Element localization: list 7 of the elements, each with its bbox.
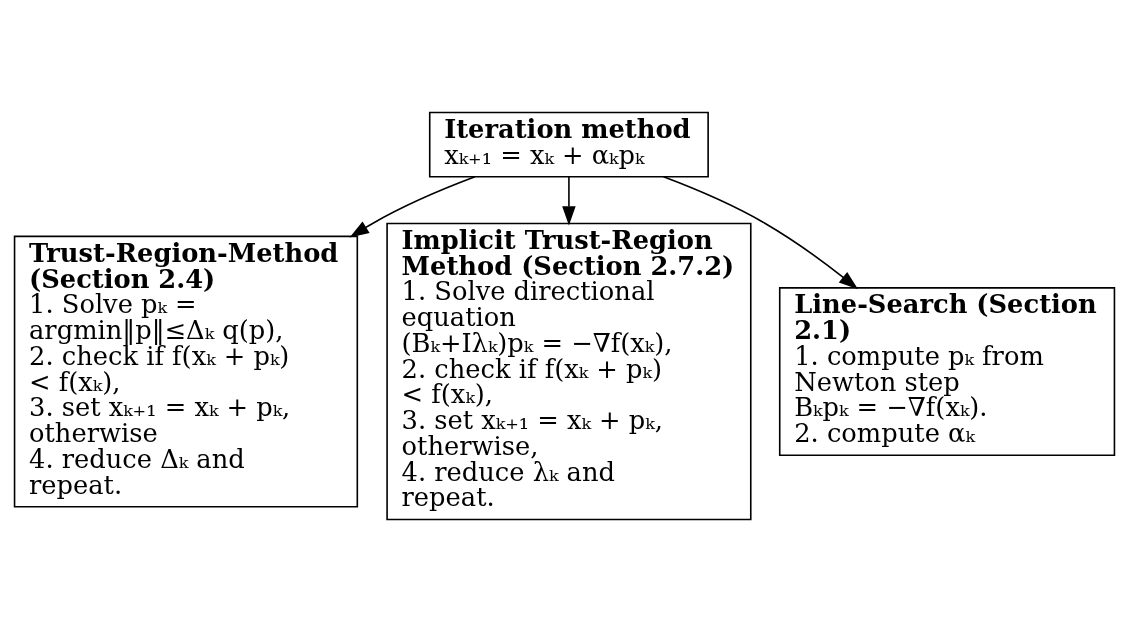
- arrow: [662, 176, 859, 290]
- node-box: Trust-Region-Method (Section 2.4) 1. Solve pₖ = argmin‖p‖≤Δₖ q(p), 2. check if f(xₖ + pₖ) < f(xₖ), 3. set xₖ₊₁ = xₖ + pₖ, otherwise 4. reduce Δₖ and repeat.: [13, 235, 359, 508]
- node-box: Iteration method xₖ₊₁ = xₖ + αₖpₖ: [428, 111, 709, 178]
- arrow: [562, 176, 576, 226]
- arrow: [349, 176, 476, 238]
- node-box: Line-Search (Section 2.1) 1. compute pₖ from Newton step Bₖpₖ = −∇f(xₖ). 2. compute αₖ: [778, 287, 1116, 456]
- node-box: Implicit Trust-Region Method (Section 2.7.2) 1. Solve directional equation (Bₖ+Iλₖ)pₖ = −∇f(xₖ), 2. check if f(xₖ + pₖ) < f(xₖ), 3. set xₖ₊₁ = xₖ + pₖ, otherwise, 4. reduce λₖ and repeat.: [386, 222, 752, 521]
